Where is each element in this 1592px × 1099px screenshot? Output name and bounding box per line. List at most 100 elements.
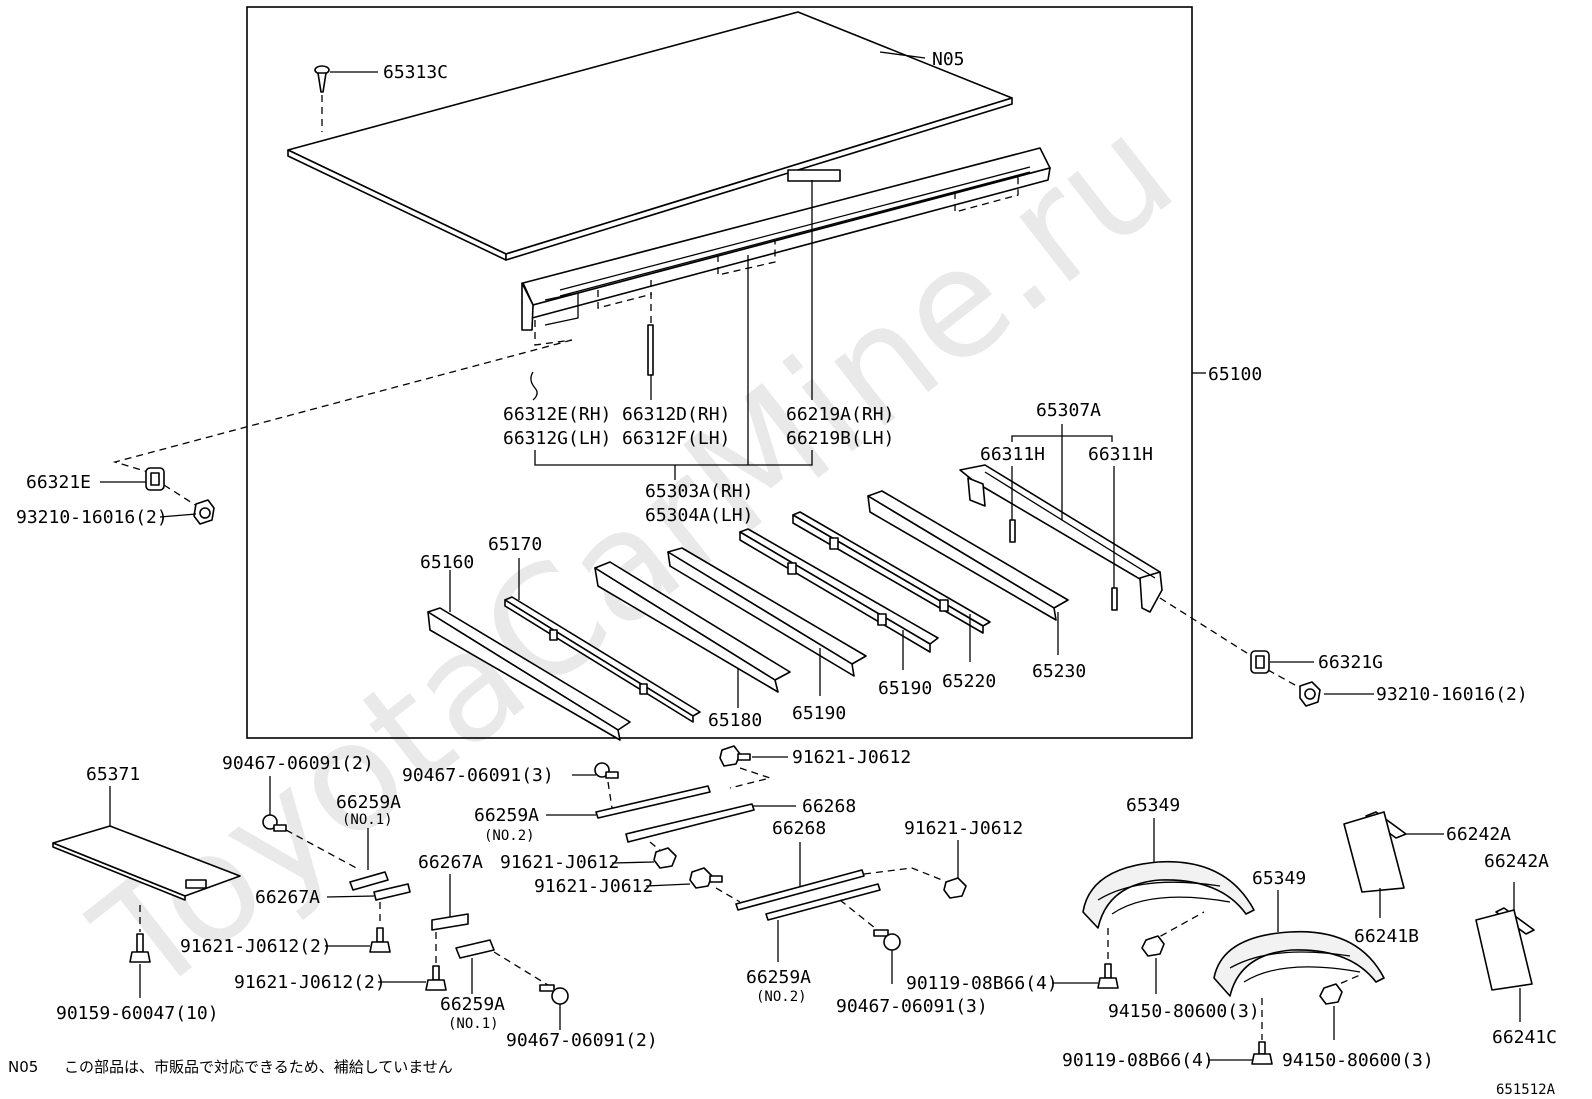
label-65304a[interactable]: 65304A(LH) bbox=[645, 505, 753, 526]
label-66241b[interactable]: 66241B bbox=[1354, 926, 1419, 947]
side-rail bbox=[521, 147, 1051, 331]
label-90467-e[interactable]: 90467-06091(3) bbox=[402, 765, 554, 786]
mudguard-65349-2 bbox=[1213, 930, 1385, 997]
sill-65230 bbox=[867, 490, 1069, 621]
bolt-90467-j bbox=[873, 929, 901, 951]
sill-65180 bbox=[594, 561, 791, 693]
sill-65190-1 bbox=[667, 547, 867, 677]
bolt-90159 bbox=[129, 933, 151, 963]
sill-65170 bbox=[504, 596, 701, 723]
label-66267a-c[interactable]: 66267A bbox=[418, 852, 483, 873]
label-n05[interactable]: N05 bbox=[932, 49, 965, 70]
label-66242a-2[interactable]: 66242A bbox=[1484, 851, 1549, 872]
cushion-66321e bbox=[145, 467, 165, 491]
label-90467-j[interactable]: 90467-06091(3) bbox=[836, 996, 988, 1017]
rail-plate bbox=[787, 169, 841, 182]
label-66312f[interactable]: 66312F(LH) bbox=[622, 428, 730, 449]
bolt-91621-i bbox=[943, 877, 967, 899]
flap-66241b bbox=[1343, 811, 1405, 893]
label-65190-1[interactable]: 65190 bbox=[792, 703, 846, 724]
bolt-91621-f bbox=[719, 745, 751, 767]
label-93210-r[interactable]: 93210-16016(2) bbox=[1376, 684, 1528, 705]
label-90467-a1[interactable]: 90467-06091(2) bbox=[222, 753, 374, 774]
sill-65160 bbox=[427, 607, 631, 741]
label-66311h-2[interactable]: 66311H bbox=[1088, 444, 1153, 465]
label-65313c[interactable]: 65313C bbox=[383, 62, 448, 83]
label-65100[interactable]: 65100 bbox=[1208, 364, 1262, 385]
pin-66311h-1 bbox=[1009, 519, 1016, 543]
label-66259a-e-sub[interactable]: (NO.2) bbox=[484, 828, 535, 844]
nut-94150-1 bbox=[1141, 935, 1165, 957]
label-66259a-i[interactable]: 66259A bbox=[746, 967, 811, 988]
bolt-90467-a1 bbox=[262, 814, 287, 832]
label-66259a-a-sub[interactable]: (NO.1) bbox=[342, 812, 393, 828]
label-91621-c[interactable]: 91621-J0612(2) bbox=[234, 972, 386, 993]
label-65307a[interactable]: 65307A bbox=[1036, 400, 1101, 421]
bolt-93210-r bbox=[1299, 681, 1321, 707]
bracket-66268-h bbox=[735, 869, 865, 911]
label-91621-i[interactable]: 91621-J0612 bbox=[904, 818, 1023, 839]
label-91621-f[interactable]: 91621-J0612 bbox=[792, 747, 911, 768]
label-66259a-i-sub[interactable]: (NO.2) bbox=[756, 989, 807, 1005]
bolt-90119-1 bbox=[1097, 963, 1119, 989]
label-66259a-a[interactable]: 66259A bbox=[336, 792, 401, 813]
label-94150-1[interactable]: 94150-80600(3) bbox=[1108, 1001, 1260, 1022]
label-91621-h[interactable]: 91621-J0612 bbox=[534, 876, 653, 897]
sill-65190-2 bbox=[739, 528, 939, 653]
label-66312g[interactable]: 66312G(LH) bbox=[503, 428, 611, 449]
bracket-66259a-i bbox=[765, 883, 881, 921]
label-65349-2[interactable]: 65349 bbox=[1252, 868, 1306, 889]
label-66321g[interactable]: 66321G bbox=[1318, 652, 1383, 673]
label-90159[interactable]: 90159-60047(10) bbox=[56, 1003, 219, 1024]
label-66241c[interactable]: 66241C bbox=[1492, 1027, 1557, 1048]
label-94150-2[interactable]: 94150-80600(3) bbox=[1282, 1050, 1434, 1071]
bolt-91621-a2 bbox=[369, 927, 391, 953]
bracket-66267a-c bbox=[431, 913, 469, 931]
label-65180[interactable]: 65180 bbox=[708, 710, 762, 731]
label-90467-d[interactable]: 90467-06091(2) bbox=[506, 1030, 658, 1051]
label-65170[interactable]: 65170 bbox=[488, 534, 542, 555]
label-65303a[interactable]: 65303A(RH) bbox=[645, 481, 753, 502]
bolt-91621-c bbox=[425, 965, 447, 991]
label-65190-2[interactable]: 65190 bbox=[878, 678, 932, 699]
bolt-91621-g bbox=[653, 847, 677, 869]
label-66311h-1[interactable]: 66311H bbox=[980, 444, 1045, 465]
label-66242a-1[interactable]: 66242A bbox=[1446, 824, 1511, 845]
label-66219b[interactable]: 66219B(LH) bbox=[786, 428, 894, 449]
rear-sill-65307a bbox=[959, 464, 1163, 613]
bolt-90467-e bbox=[594, 762, 619, 779]
nut-94150-2 bbox=[1319, 983, 1343, 1005]
bracket-66259a-e bbox=[595, 785, 711, 819]
label-66268-h[interactable]: 66268 bbox=[772, 818, 826, 839]
sill-65220 bbox=[792, 511, 991, 634]
label-93210-l[interactable]: 93210-16016(2) bbox=[16, 507, 168, 528]
bracket-66259a-d bbox=[455, 939, 495, 959]
bolt-90119-2 bbox=[1251, 1041, 1273, 1065]
label-91621-a2[interactable]: 91621-J0612(2) bbox=[180, 936, 332, 957]
cushion-66321g bbox=[1250, 650, 1270, 674]
label-65160[interactable]: 65160 bbox=[420, 552, 474, 573]
label-66321e[interactable]: 66321E bbox=[26, 472, 91, 493]
label-65349-1[interactable]: 65349 bbox=[1126, 795, 1180, 816]
label-90119-1[interactable]: 90119-08B66(4) bbox=[906, 973, 1058, 994]
label-66219a[interactable]: 66219A(RH) bbox=[786, 404, 894, 425]
label-66267a-b[interactable]: 66267A bbox=[255, 887, 320, 908]
bracket-66259a-a bbox=[349, 871, 389, 891]
label-66268-f[interactable]: 66268 bbox=[802, 796, 856, 817]
label-66312e[interactable]: 66312E(RH) bbox=[503, 404, 611, 425]
flap-66241c bbox=[1475, 909, 1533, 991]
cover-panel bbox=[287, 11, 1013, 261]
label-65230[interactable]: 65230 bbox=[1032, 661, 1086, 682]
label-65220[interactable]: 65220 bbox=[942, 671, 996, 692]
label-65371[interactable]: 65371 bbox=[86, 764, 140, 785]
label-66312d[interactable]: 66312D(RH) bbox=[622, 404, 730, 425]
plate-65371 bbox=[52, 825, 241, 901]
bolt-93210-l bbox=[193, 499, 215, 525]
label-91621-g[interactable]: 91621-J0612 bbox=[500, 852, 619, 873]
bracket-66267a-b bbox=[373, 883, 411, 901]
label-66259a-d-sub[interactable]: (NO.1) bbox=[448, 1016, 499, 1032]
note-code: N05 bbox=[8, 1058, 38, 1076]
label-66259a-d[interactable]: 66259A bbox=[440, 994, 505, 1015]
label-90119-2[interactable]: 90119-08B66(4) bbox=[1062, 1050, 1214, 1071]
label-66259a-e[interactable]: 66259A bbox=[474, 805, 539, 826]
